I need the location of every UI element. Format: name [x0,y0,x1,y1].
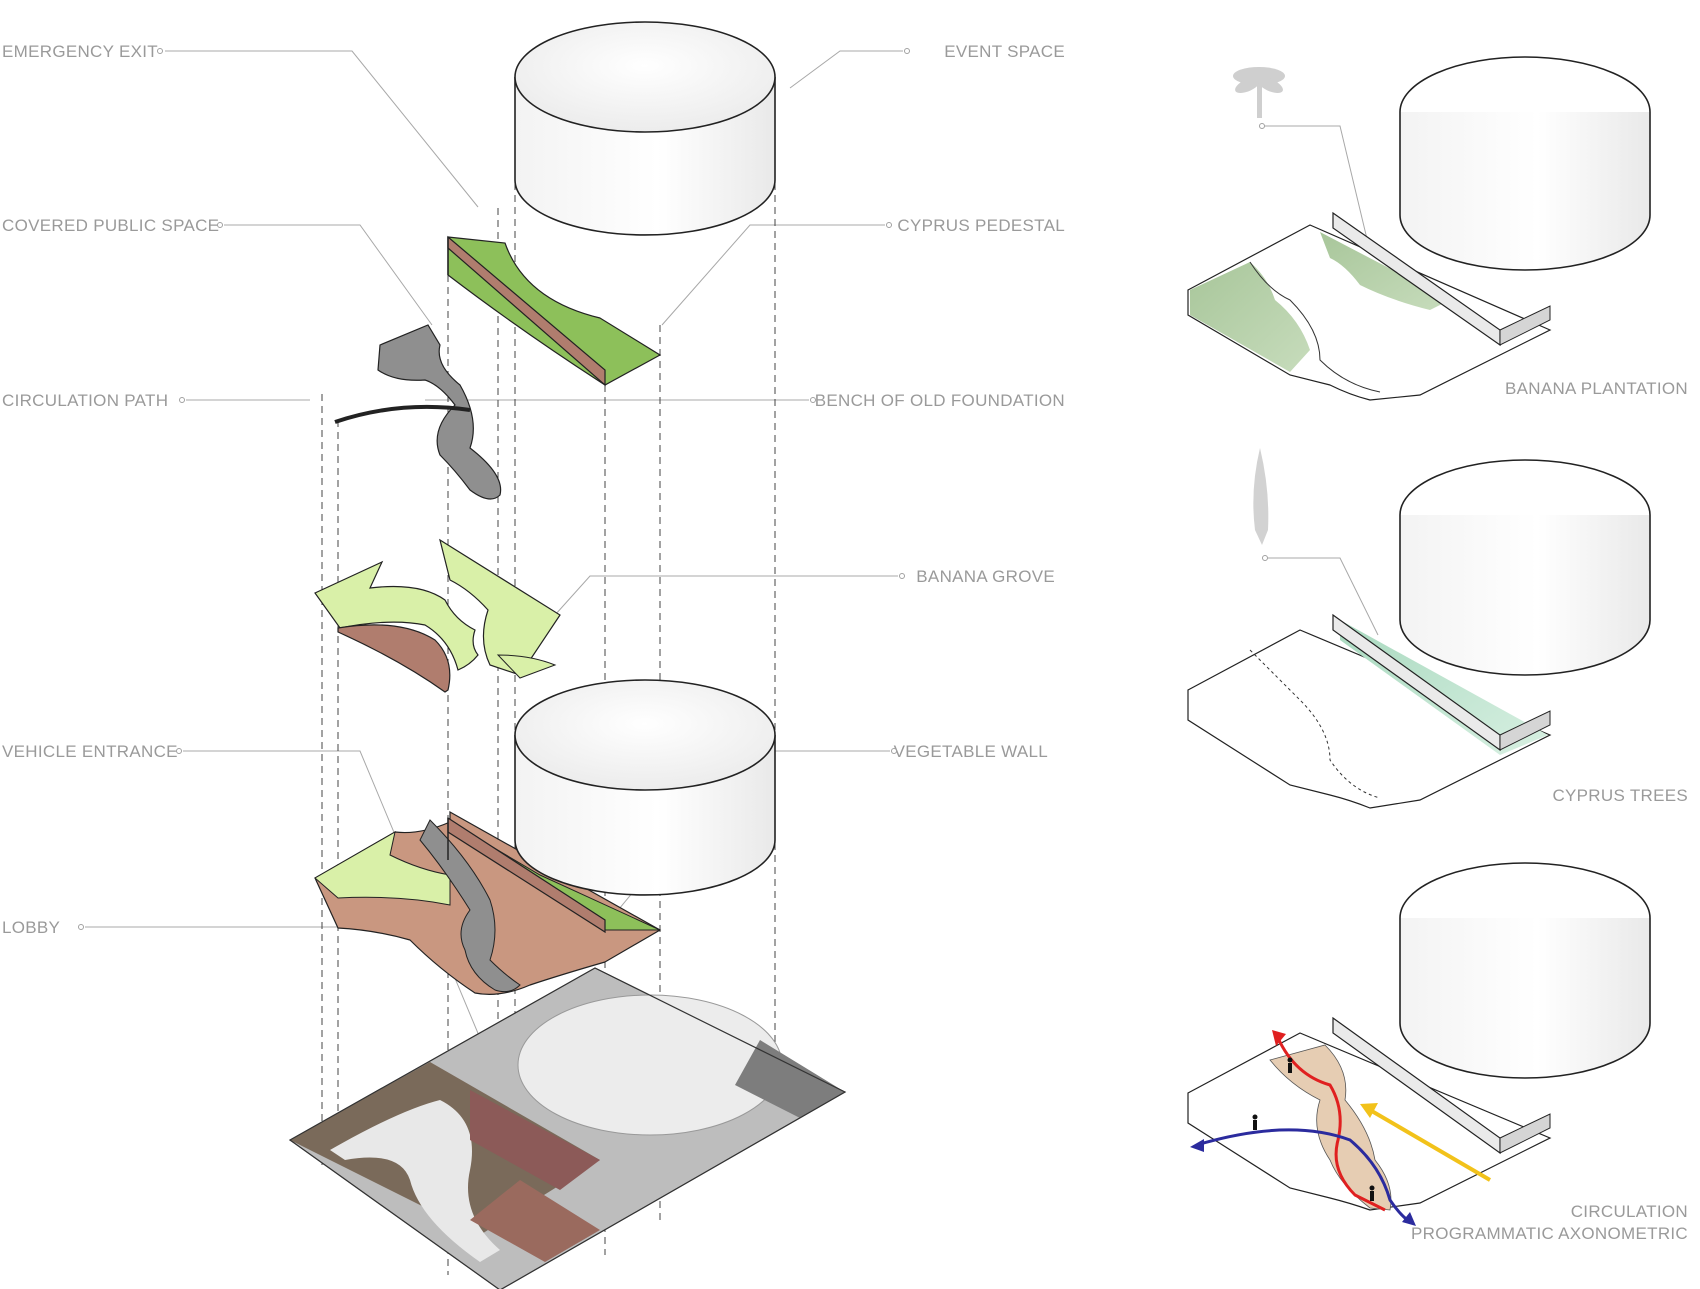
left-labels: EMERGENCY EXIT COVERED PUBLIC SPACE CIRC… [2,42,219,937]
cyprus-pedestal-layer [447,235,662,387]
label-emergency-exit: EMERGENCY EXIT [2,42,158,61]
palm-tree-icon [1233,67,1285,118]
banana-grove-layer [314,538,561,693]
event-space-cylinder [514,21,776,236]
circulation-diagram: CIRCULATION PROGRAMMATIC AXONOMETRIC [1187,862,1688,1243]
cypress-tree-icon [1253,448,1269,545]
label-event-space: EVENT SPACE [944,42,1065,61]
route-yellow-arrow-icon [1360,1103,1378,1118]
label-vehicle-entrance: VEHICLE ENTRANCE [2,742,178,761]
person-icon [1252,1057,1375,1201]
route-blue-arrow-icon [1190,1139,1204,1152]
label-programmatic-axonometric: PROGRAMMATIC AXONOMETRIC [1411,1224,1688,1243]
route-red-arrow-icon [1272,1030,1286,1046]
site-plan-base [288,967,847,1289]
combined-layer [314,810,662,995]
right-labels: EVENT SPACE CYPRUS PEDESTAL BENCH OF OLD… [815,42,1065,761]
route-red [1276,1037,1386,1212]
banana-plantation-diagram: BANANA PLANTATION [1187,56,1688,401]
circulation-path-layer [334,324,502,500]
label-cyprus-pedestal: CYPRUS PEDESTAL [897,216,1065,235]
label-circulation: CIRCULATION [1571,1202,1688,1221]
label-banana-plantation: BANANA PLANTATION [1505,379,1688,398]
label-cyprus-trees: CYPRUS TREES [1552,786,1688,805]
label-circulation-path: CIRCULATION PATH [2,391,168,410]
route-blue-arrow-end-icon [1402,1212,1416,1226]
label-lobby: LOBBY [2,918,60,937]
label-covered-public-space: COVERED PUBLIC SPACE [2,216,219,235]
cyprus-trees-diagram: CYPRUS TREES [1187,448,1688,809]
label-vegetable-wall: VEGETABLE WALL [894,742,1048,761]
route-blue [1199,1128,1411,1224]
lower-event-cylinder [514,679,776,896]
label-bench-of-old-foundation: BENCH OF OLD FOUNDATION [815,391,1065,410]
route-yellow [1368,1108,1492,1182]
label-banana-grove: BANANA GROVE [916,567,1055,586]
